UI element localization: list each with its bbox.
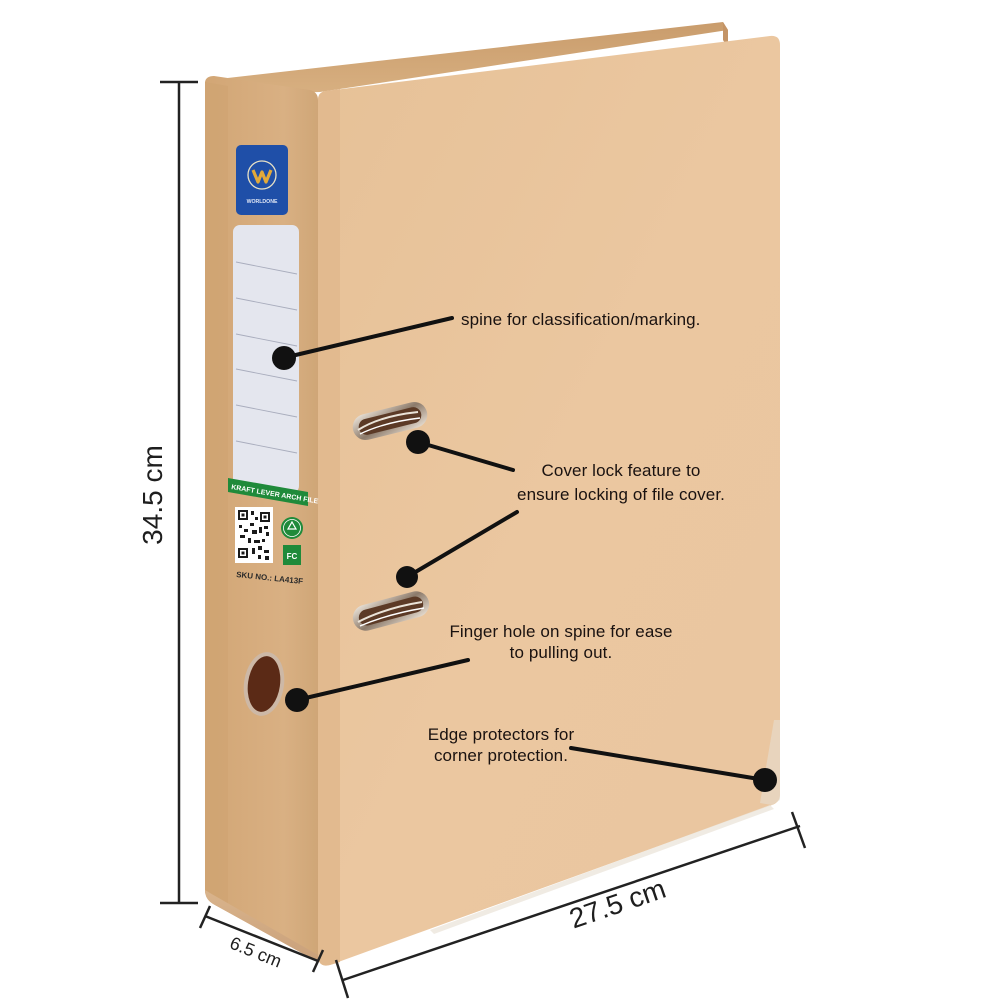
callout-text-line1: Finger hole on spine for ease	[449, 622, 673, 641]
qr-code-icon	[235, 507, 273, 563]
height-dimension-line	[160, 80, 198, 905]
callout-spine-marking: spine for classification/marking.	[461, 309, 701, 330]
callout-pointer-finger-hole	[285, 658, 470, 712]
binder-bottom	[205, 890, 318, 962]
binder-front-cover	[318, 35, 780, 966]
callout-cover-lock: Cover lock feature to ensure locking of …	[490, 460, 752, 505]
callout-pointer-edge	[569, 746, 777, 792]
svg-text:WORLDONE: WORLDONE	[247, 199, 278, 205]
callout-text-line2: to pulling out.	[509, 643, 613, 662]
width-dimension-line	[334, 811, 807, 999]
height-label: 34.5 cm	[137, 445, 168, 545]
recycle-icon	[281, 517, 303, 539]
finger-hole	[243, 652, 285, 716]
cover-lock-lower	[352, 591, 430, 631]
callout-text-line2: corner protection.	[433, 746, 569, 765]
callout-text-line2: ensure locking of file cover.	[517, 485, 725, 504]
callout-pointer-spine	[272, 316, 454, 370]
fsc-badge: FC	[283, 545, 301, 565]
callout-text-line1: Cover lock feature to	[541, 461, 701, 480]
callout-pointer-lock-lower	[396, 510, 519, 588]
callout-finger-hole: Finger hole on spine for ease to pulling…	[405, 621, 717, 663]
cover-lock-upper	[352, 401, 428, 441]
callout-edge-protectors: Edge protectors for corner protection.	[402, 724, 600, 766]
spine-brand-logo: WORLDONE	[236, 145, 288, 215]
depth-dimension-line	[198, 905, 325, 973]
svg-text:FC: FC	[287, 552, 298, 561]
callout-pointer-lock-upper	[406, 430, 515, 472]
spine-label-card	[233, 225, 299, 493]
callout-text-line1: Edge protectors for	[427, 725, 575, 744]
callout-text: spine for classification/marking.	[461, 310, 701, 329]
